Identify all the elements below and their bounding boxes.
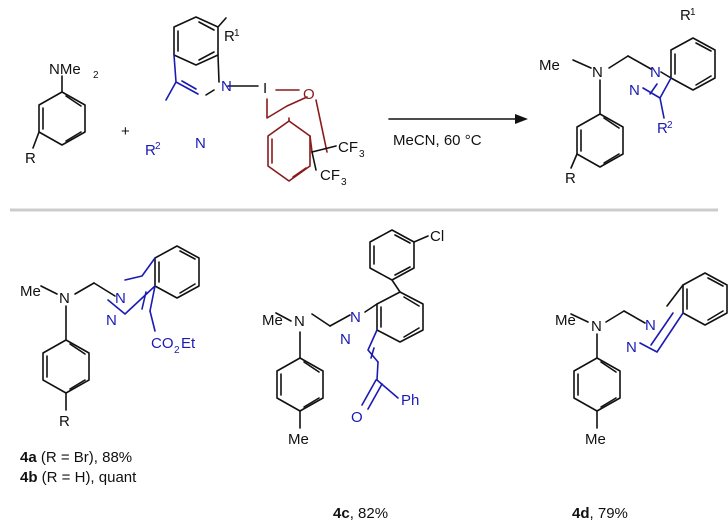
example-4a-4b: Me N N N R CO 2 Et 4a (R = Br), 88% 4b (… [20, 245, 200, 486]
caption-4b: 4b (R = H), quant [20, 469, 137, 486]
cf3-top-subscript: 3 [359, 149, 365, 160]
iodane-r1-label: R [224, 28, 235, 45]
caption-4a-text: (R = Br), 88% [37, 449, 132, 466]
product-r-label: R [565, 170, 576, 187]
4ab-ester-tail: Et [181, 335, 196, 352]
4ab-me-label: Me [20, 283, 41, 300]
product-amine-n-label: N [592, 64, 603, 81]
4d-bottom-me-label: Me [585, 431, 606, 448]
iodane-r2-label: R [145, 142, 156, 159]
product-structure: Me N N N R R 1 R 2 [539, 7, 716, 187]
4ab-n2-label: N [106, 312, 117, 329]
4c-amine-n-label: N [294, 313, 305, 330]
plus-sign: + [121, 123, 130, 140]
4ab-r-label: R [59, 413, 70, 430]
iodane-n1-label: N [221, 78, 232, 95]
iodane-r2-superscript: 2 [155, 141, 161, 152]
aniline-r-label: R [25, 150, 36, 167]
4d-n1-label: N [645, 317, 656, 334]
4c-ph-label: Ph [401, 392, 419, 409]
product-r1-label: R [680, 7, 691, 24]
4c-n1-label: N [350, 309, 361, 326]
4c-me-label: Me [262, 312, 283, 329]
iodane-r1-superscript: 1 [234, 28, 240, 39]
iodane-n2-label: N [195, 135, 206, 152]
cf3-bottom-subscript: 3 [341, 177, 347, 188]
caption-4b-label: 4b [20, 469, 38, 486]
4ab-ester-label: CO [151, 335, 174, 352]
caption-4a: 4a (R = Br), 88% [20, 449, 132, 466]
caption-4a-label: 4a [20, 449, 37, 466]
4c-o-label: O [351, 409, 363, 426]
reaction-conditions: MeCN, 60 °C [393, 132, 482, 149]
product-n1-label: N [650, 64, 661, 81]
example-4d: Me N N N Me 4d, 79% [555, 272, 728, 522]
caption-4c-label: 4c [333, 505, 350, 522]
4c-cl-label: Cl [430, 228, 444, 245]
caption-4d-text: , 79% [590, 505, 628, 522]
product-r2-label: R [657, 120, 668, 137]
caption-4c: 4c, 82% [333, 505, 388, 522]
iodine-label: I [263, 80, 267, 97]
4d-amine-n-label: N [591, 318, 602, 335]
product-n2-label: N [629, 82, 640, 99]
4ab-n1-label: N [115, 290, 126, 307]
4c-n2-label: N [340, 331, 351, 348]
caption-4d-label: 4d [572, 505, 590, 522]
reaction-arrow: MeCN, 60 °C [388, 114, 528, 149]
reagent-iodane: R 1 R 2 N N I O CF 3 CF 3 [145, 16, 365, 188]
4d-n2-label: N [626, 339, 637, 356]
cf3-bottom-label: CF [320, 167, 340, 184]
example-4c: Cl Me N N N O Ph Me 4c, 82% [262, 228, 444, 522]
product-r2-superscript: 2 [667, 120, 673, 131]
4ab-ester-subscript: 2 [174, 345, 180, 356]
4ab-amine-n-label: N [59, 290, 70, 307]
caption-4c-text: , 82% [350, 505, 388, 522]
dimethylamino-label: NMe [49, 61, 81, 78]
oxygen-label: O [303, 86, 315, 103]
caption-4b-text: (R = H), quant [38, 469, 138, 486]
4d-me-label: Me [555, 312, 576, 329]
dimethylamino-subscript: 2 [93, 70, 99, 81]
caption-4d: 4d, 79% [572, 505, 628, 522]
product-me-label: Me [539, 57, 560, 74]
4c-bottom-me-label: Me [288, 431, 309, 448]
cf3-top-label: CF [338, 139, 358, 156]
product-r1-superscript: 1 [690, 7, 696, 18]
reagent-aniline: NMe 2 R [25, 61, 99, 167]
